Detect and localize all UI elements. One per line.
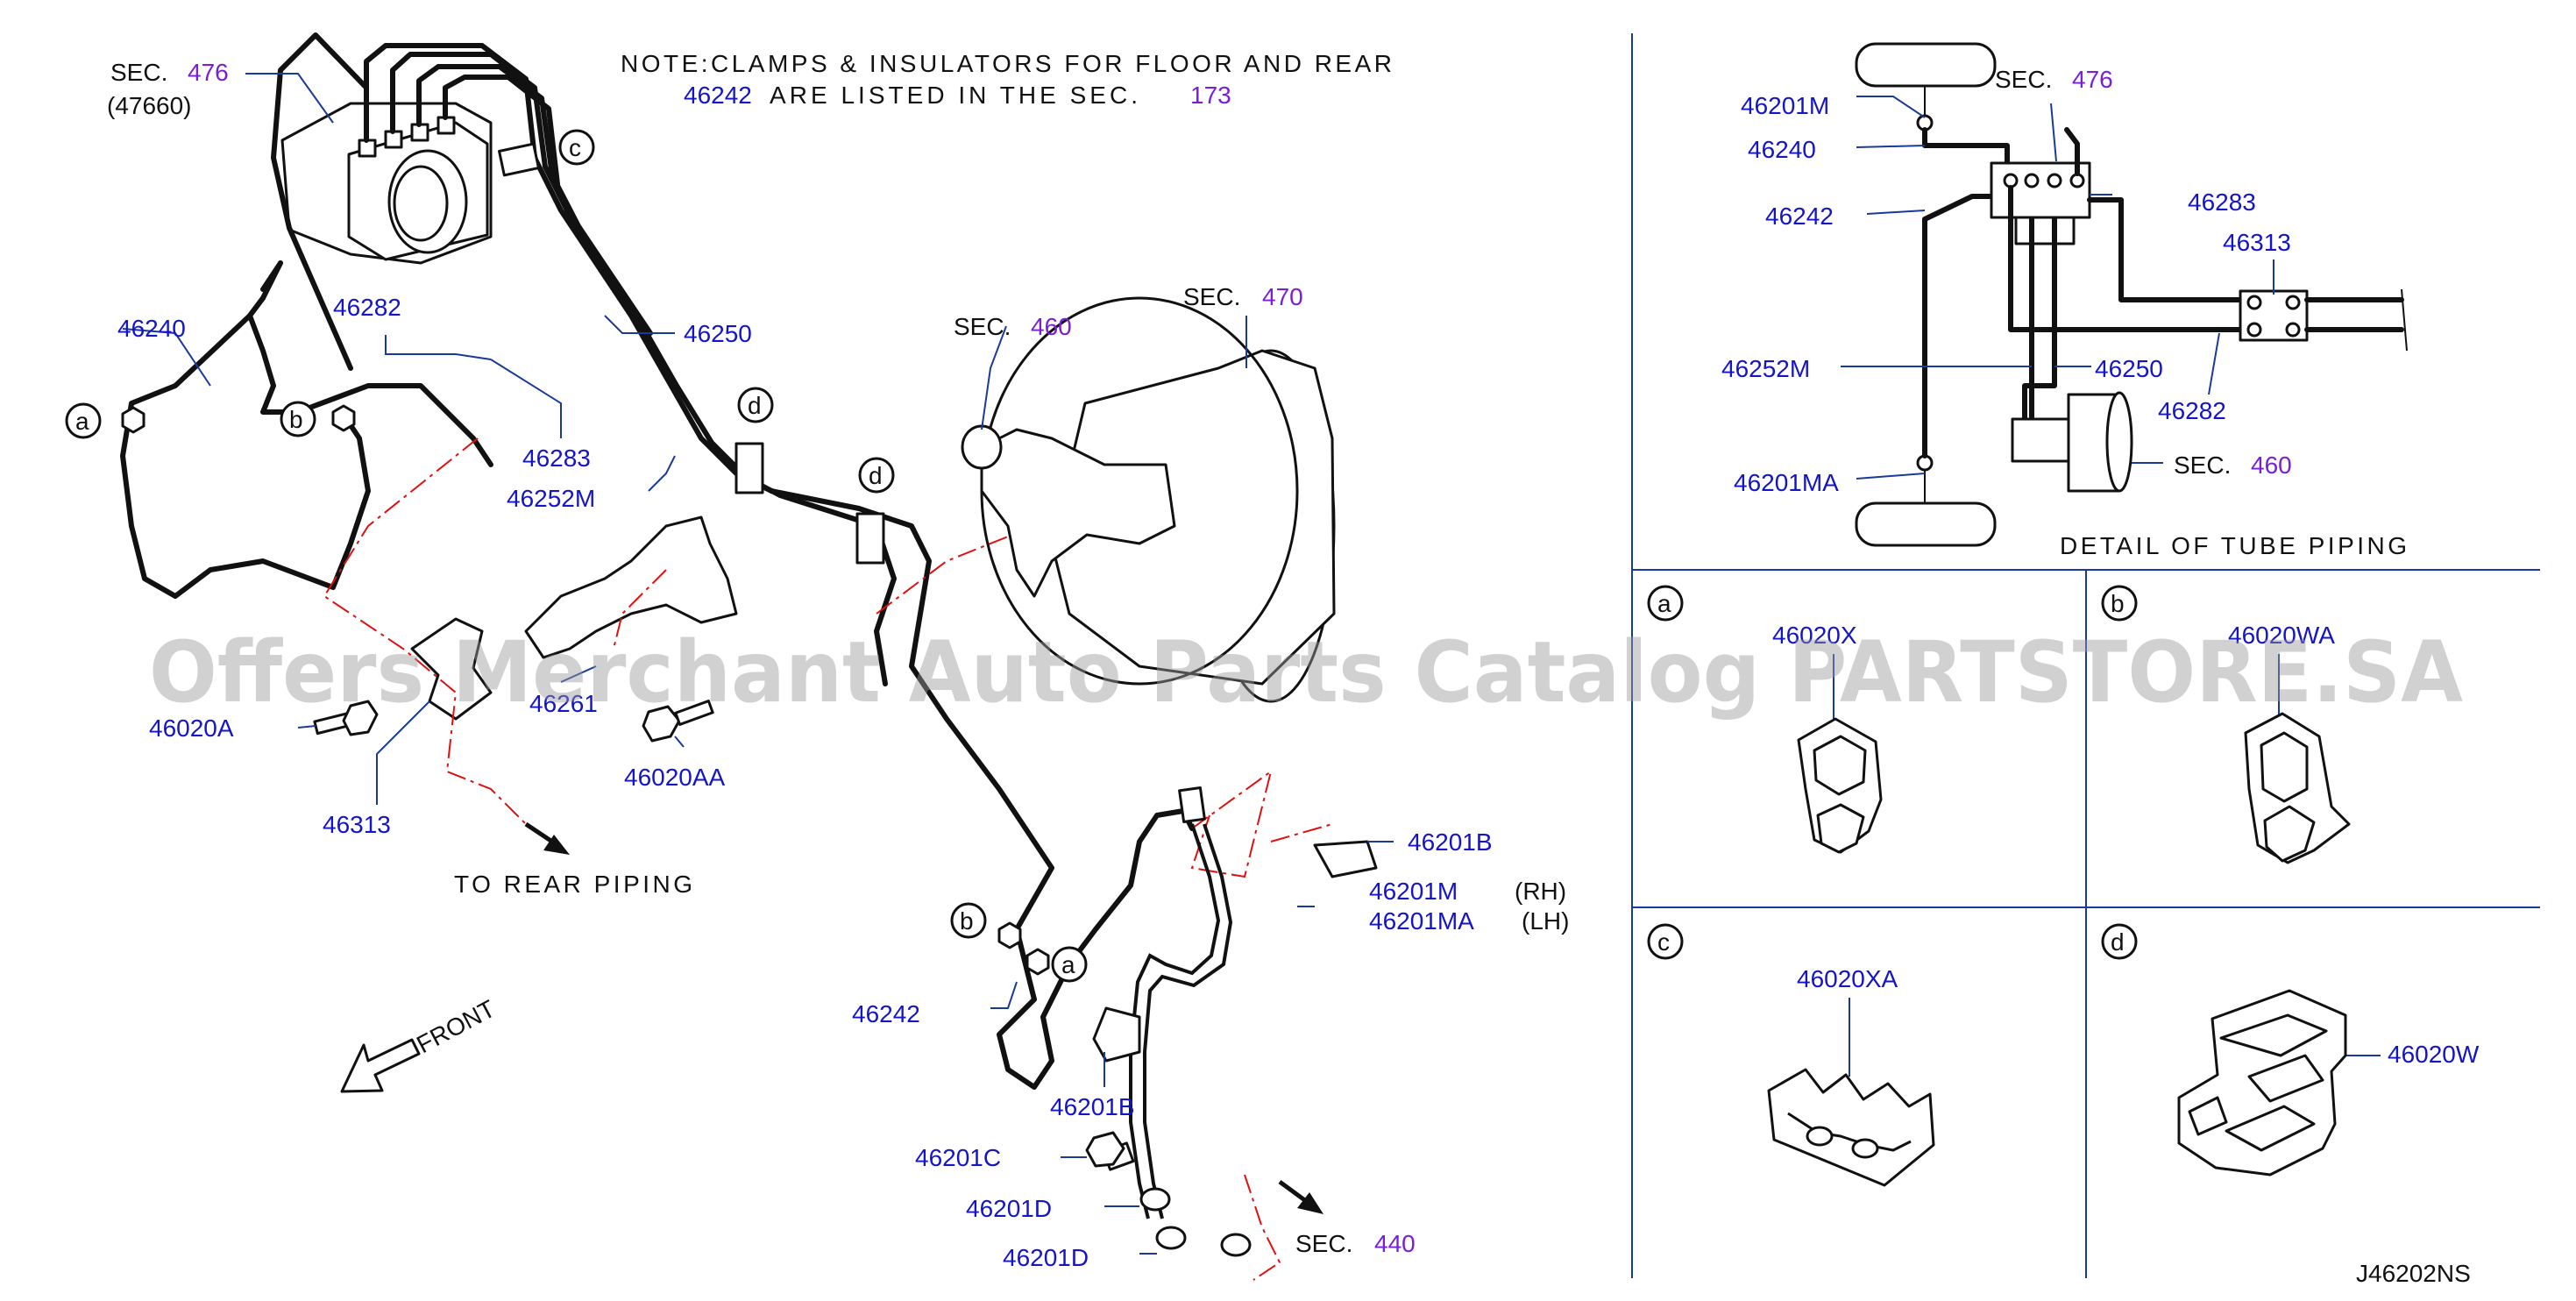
detail-tube-piping: SEC. 476 46201M 46240 46242 46283 46313 …	[1721, 42, 2408, 559]
label-sec476-num: 476	[188, 59, 229, 86]
label-front: FRONT	[412, 995, 500, 1059]
detail-label-46313: 46313	[2223, 229, 2291, 256]
label-46201D-1: 46201D	[966, 1195, 1052, 1222]
clip-a-marker-left: a	[65, 402, 145, 439]
sec440-arrow-icon	[1278, 1179, 1323, 1214]
label-46261: 46261	[529, 690, 598, 717]
label-sec470-word: SEC.	[1183, 283, 1240, 310]
detail-sec460-num: 460	[2251, 451, 2292, 479]
label-46020AA: 46020AA	[624, 764, 726, 791]
callout-d-2-label: d	[869, 462, 883, 489]
brake-booster	[961, 296, 1336, 703]
bolt-46020A	[313, 700, 379, 736]
callout-d-1-label: d	[748, 392, 762, 419]
callout-b-lower	[950, 902, 987, 939]
detail-sec460-word: SEC.	[2174, 451, 2231, 479]
label-46201B-top: 46201B	[1408, 828, 1493, 856]
bolt-46020AA	[642, 700, 714, 743]
callout-c	[558, 129, 595, 166]
clip-panel-b-letter: b	[2111, 590, 2125, 617]
detail-sec476-word: SEC.	[1995, 66, 2052, 93]
label-sec460-word: SEC.	[954, 313, 1011, 340]
brake-hose-46201M	[1085, 786, 1378, 1257]
clip-panel-b-part: 46020WA	[2228, 622, 2335, 649]
detail-label-46252M: 46252M	[1721, 355, 1810, 382]
label-lh: (LH)	[1522, 907, 1569, 935]
clip-panel-c-letter: c	[1657, 928, 1670, 956]
detail-label-46242: 46242	[1765, 203, 1834, 230]
detail-title: DETAIL OF TUBE PIPING	[2060, 532, 2407, 559]
detail-label-46201M: 46201M	[1741, 92, 1829, 119]
label-sec440-word: SEC.	[1295, 1230, 1352, 1257]
label-46240: 46240	[117, 315, 186, 342]
callout-b-lower-label: b	[960, 907, 974, 935]
detail-label-46283: 46283	[2188, 188, 2256, 216]
label-46250: 46250	[684, 320, 752, 347]
clip-panel-a: a 46020X	[1647, 585, 1883, 854]
tube-46240-loop	[120, 260, 371, 599]
label-46201MA: 46201MA	[1369, 907, 1474, 935]
callout-c-label: c	[569, 134, 581, 161]
label-46201M: 46201M	[1369, 878, 1458, 905]
detail-label-46240: 46240	[1748, 136, 1816, 163]
label-sec470-num: 470	[1262, 283, 1303, 310]
clip-d-markers: d d	[734, 387, 895, 565]
abs-actuator	[280, 102, 493, 265]
detail-label-46282: 46282	[2158, 397, 2226, 424]
label-to-rear-piping: TO REAR PIPING	[454, 871, 692, 898]
label-46020A: 46020A	[149, 714, 234, 742]
label-46283: 46283	[522, 444, 591, 472]
note-line-1: NOTE:CLAMPS & INSULATORS FOR FLOOR AND R…	[621, 50, 1392, 77]
clip-markers-lower: b a	[950, 902, 1088, 983]
clip-b-marker-left: b	[280, 401, 356, 437]
label-46201B-bot: 46201B	[1050, 1093, 1135, 1120]
front-arrow-icon	[340, 1038, 421, 1093]
note-line-2: ARE LISTED IN THE SEC.	[770, 82, 1138, 109]
bracket-46313	[410, 515, 738, 721]
label-46242: 46242	[852, 1000, 920, 1027]
note-block: NOTE:CLAMPS & INSULATORS FOR FLOOR AND R…	[621, 50, 1392, 109]
label-46252M: 46252M	[507, 485, 595, 512]
label-sec440-num: 440	[1374, 1230, 1416, 1257]
leader-lines	[122, 73, 1394, 1255]
label-rh: (RH)	[1515, 878, 1566, 905]
clip-panel-d-letter: d	[2111, 928, 2125, 956]
label-46201C: 46201C	[915, 1144, 1001, 1171]
label-46201D-2: 46201D	[1003, 1244, 1089, 1271]
clip-c-marker: c	[498, 129, 595, 177]
callout-a-lower-label: a	[1061, 951, 1075, 978]
label-46282: 46282	[333, 294, 401, 321]
diagram-code: J46202NS	[2356, 1260, 2471, 1287]
note-code: 46242	[684, 82, 752, 109]
detail-label-46250: 46250	[2095, 355, 2163, 382]
to-rear-arrow-icon	[524, 821, 570, 855]
clip-panel-b: b 46020WA	[2101, 585, 2351, 864]
callout-d-2	[858, 457, 895, 494]
detail-label-46201MA: 46201MA	[1734, 469, 1839, 496]
callout-a-left	[65, 402, 102, 439]
label-sec476-word: SEC.	[110, 59, 167, 86]
note-sec: 173	[1190, 82, 1231, 109]
callout-a-lower	[1051, 946, 1088, 983]
clip-panel-a-part: 46020X	[1772, 622, 1857, 649]
watermark-text: Offers Merchant Auto Parts Catalog PARTS…	[149, 623, 2463, 722]
label-46313: 46313	[323, 811, 391, 838]
callout-d-1	[737, 387, 774, 423]
clip-panel-c-part: 46020XA	[1797, 965, 1898, 992]
label-sec460-num: 460	[1031, 313, 1072, 340]
clip-panel-c: c 46020XA	[1647, 923, 1935, 1187]
detail-sec476-num: 476	[2072, 66, 2113, 93]
callout-a-left-label: a	[75, 408, 89, 435]
label-sec476-sub: (47660)	[107, 92, 192, 119]
clip-panel-d: d 46020W	[2101, 923, 2480, 1177]
callout-b-left-label: b	[289, 406, 303, 433]
panel-frame	[1631, 33, 2540, 1278]
clip-panel-a-letter: a	[1657, 590, 1671, 617]
clip-panel-d-part: 46020W	[2388, 1041, 2480, 1068]
callout-b-left	[280, 401, 316, 437]
